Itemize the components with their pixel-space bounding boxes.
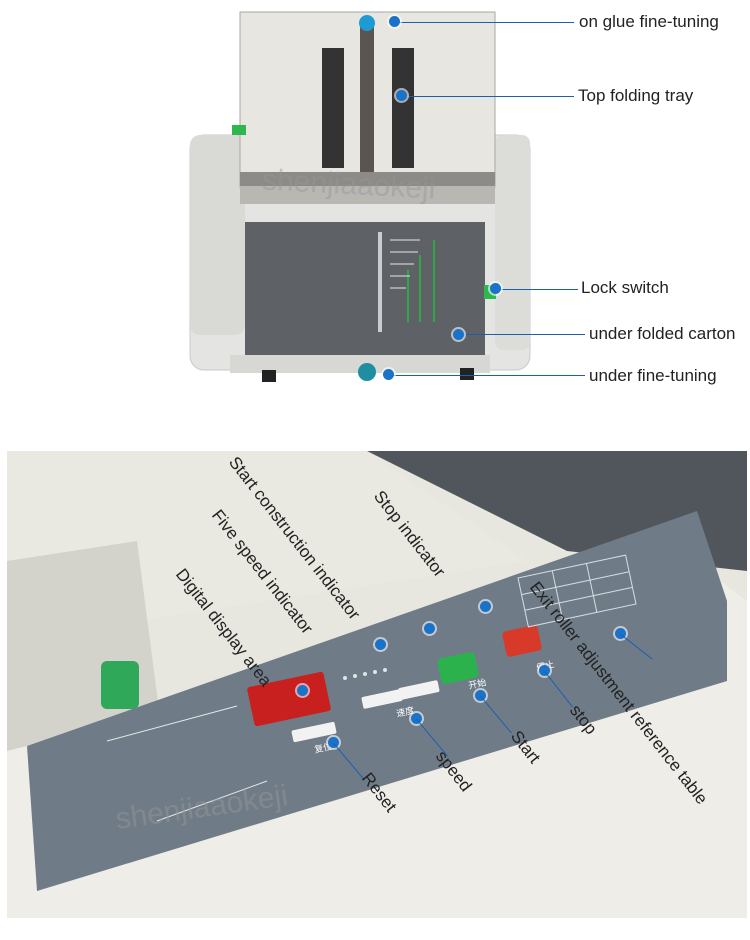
annotation-dot-stop: [539, 665, 550, 676]
annotation-dot-lock: [490, 283, 501, 294]
machine-side-left: [190, 135, 245, 335]
label-under-folded-carton: under folded carton: [589, 324, 736, 343]
label-lock-switch: Lock switch: [581, 278, 669, 297]
annotation-dot-five-speed: [375, 639, 386, 650]
lower-tray: [245, 222, 485, 357]
digital-display: [247, 671, 331, 727]
machine-side-right: [495, 135, 530, 350]
reset-button-shape: [291, 721, 337, 743]
annotation-dot-top-tray: [396, 90, 407, 101]
control-panel-illustration: [7, 451, 747, 918]
annotation-dot-start-construction: [424, 623, 435, 634]
annotation-dot-on-glue: [389, 16, 400, 27]
annotation-dot-under-fine: [383, 369, 394, 380]
folding-machine-illustration: [189, 11, 531, 382]
annotation-line-under-fine: [390, 375, 585, 376]
top-photo: on glue fine-tuning Top folding tray Loc…: [0, 0, 750, 400]
annotation-dot-stop-indicator: [480, 601, 491, 612]
label-on-glue-fine-tuning: on glue fine-tuning: [579, 12, 719, 31]
annotation-line-on-glue: [398, 22, 574, 23]
annotation-dot-start: [475, 690, 486, 701]
annotation-dot-digital-display: [297, 685, 308, 696]
stop-button-shape: [502, 625, 542, 657]
annotation-dot-exit-roller: [615, 628, 626, 639]
annotation-dot-carton: [453, 329, 464, 340]
top-knob: [359, 15, 375, 31]
bottom-photo: 开始 停止 速度 复位 Start construction indicator…: [7, 451, 747, 918]
annotation-line-carton: [460, 334, 585, 335]
annotation-dot-speed: [411, 713, 422, 724]
lower-knob: [358, 363, 376, 381]
label-top-folding-tray: Top folding tray: [578, 86, 694, 105]
label-under-fine-tuning: under fine-tuning: [589, 366, 717, 385]
annotation-line-lock: [496, 289, 578, 290]
start-button-shape: [437, 652, 479, 684]
annotation-dot-reset: [328, 737, 339, 748]
annotation-line-top-tray: [402, 96, 574, 97]
